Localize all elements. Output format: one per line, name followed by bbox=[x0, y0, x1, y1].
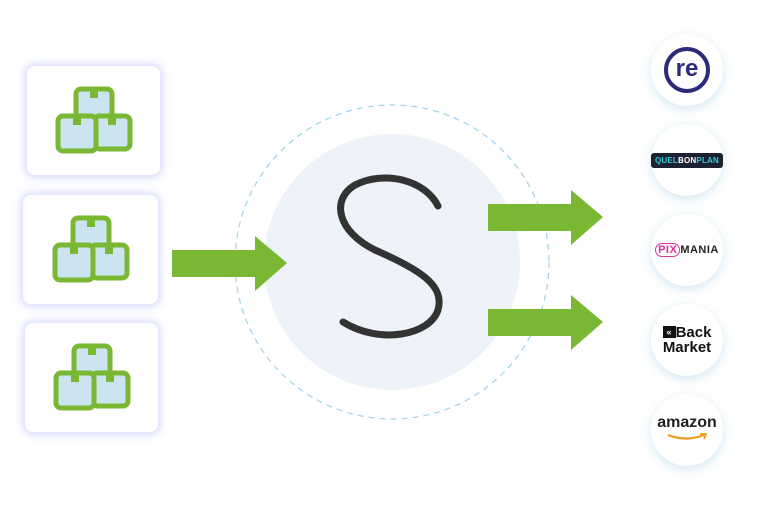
logo-text: BON bbox=[678, 155, 697, 165]
stacked-boxes-icon bbox=[55, 86, 132, 153]
hub-dashed-ring bbox=[234, 104, 550, 420]
re-logo: re bbox=[664, 47, 710, 93]
marketplace-quelbonplan[interactable]: QUELBONPLAN bbox=[651, 124, 723, 196]
hub-circle bbox=[264, 134, 520, 390]
product-source-card-2 bbox=[23, 195, 158, 304]
output-arrow-top-icon bbox=[488, 190, 603, 245]
product-source-card-1 bbox=[27, 66, 160, 175]
logo-text: QUEL bbox=[655, 155, 679, 165]
hub-s-logo-icon bbox=[337, 174, 443, 339]
logo-text: PLAN bbox=[696, 155, 719, 165]
stacked-boxes-icon bbox=[53, 343, 130, 410]
amazon-smile-icon bbox=[667, 433, 708, 440]
backmarket-mark-icon: « bbox=[662, 326, 676, 338]
output-arrow-bottom-icon bbox=[488, 295, 603, 350]
product-source-card-3 bbox=[25, 323, 158, 432]
logo-text: PIX bbox=[655, 243, 681, 257]
logo-text: MANIA bbox=[680, 244, 719, 256]
logo-text: Back bbox=[675, 324, 712, 341]
amazon-logo: amazon bbox=[657, 414, 717, 444]
logo-text: amazon bbox=[657, 414, 717, 431]
input-arrow-icon bbox=[172, 236, 287, 291]
logo-text: Market bbox=[662, 339, 712, 356]
stacked-boxes-icon bbox=[52, 215, 129, 282]
marketplace-re[interactable]: re bbox=[651, 34, 723, 106]
quelbonplan-logo: QUELBONPLAN bbox=[651, 152, 723, 168]
marketplace-amazon[interactable]: amazon bbox=[651, 394, 723, 466]
